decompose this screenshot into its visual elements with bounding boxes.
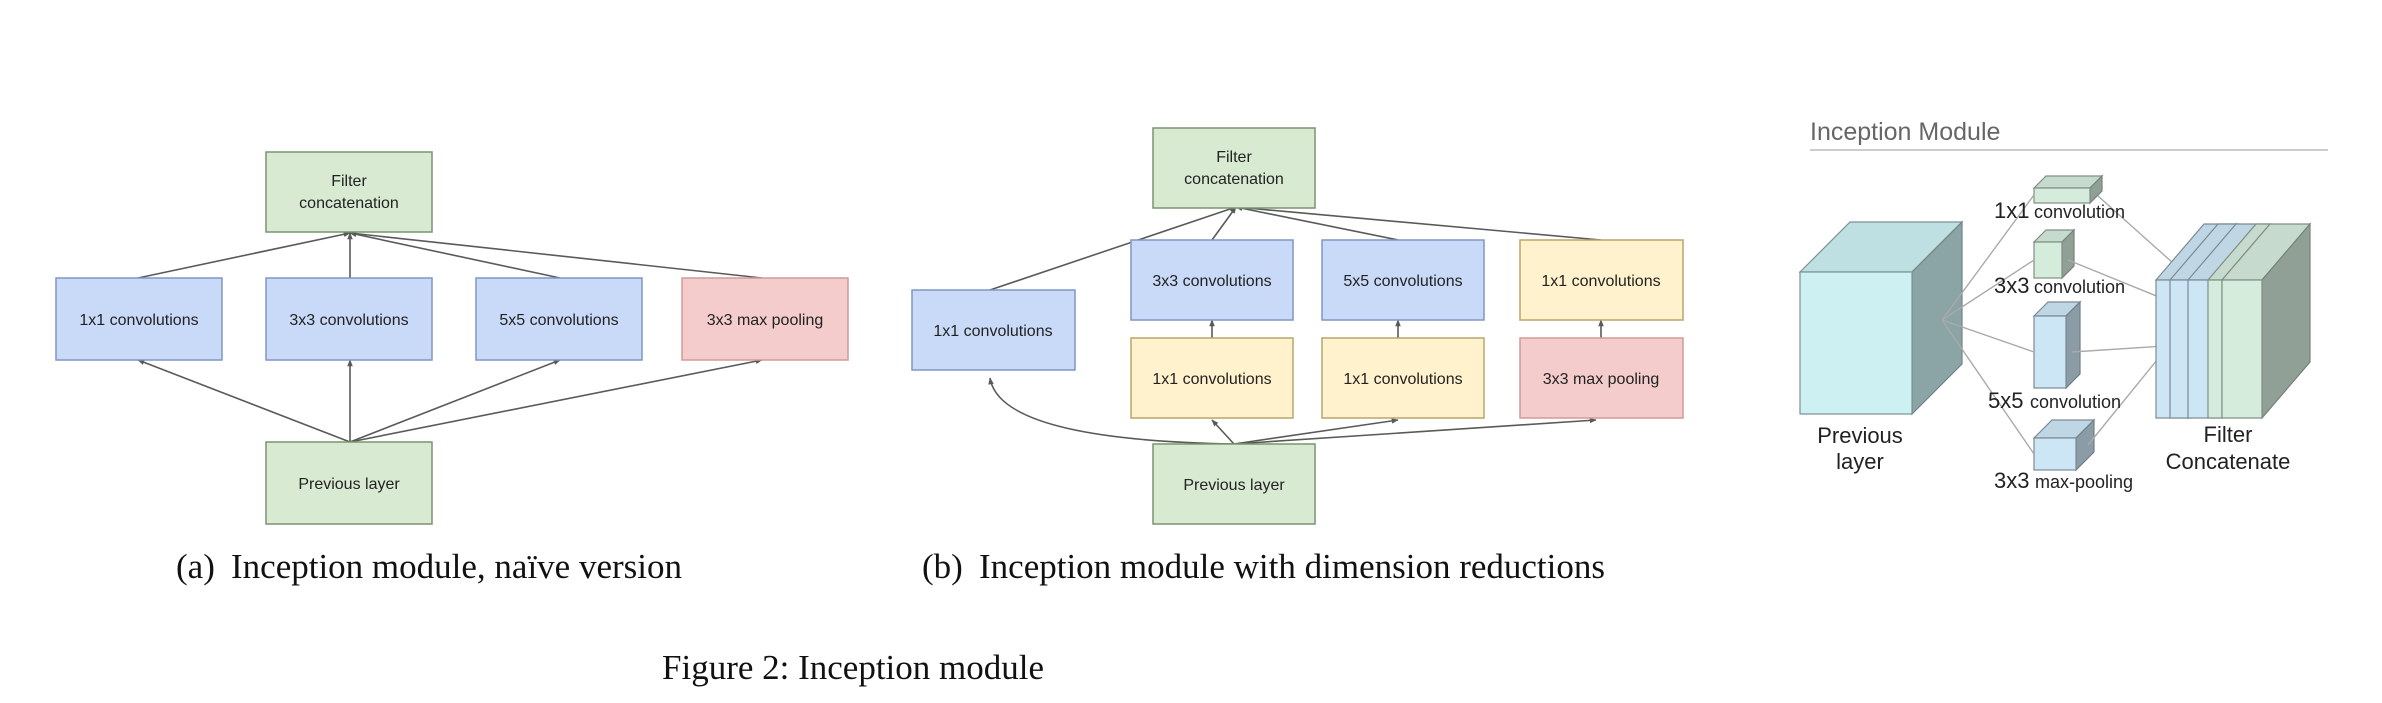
arrow: [137, 231, 351, 279]
diagram-c-title: Inception Module: [1810, 118, 2000, 146]
filter-concat-node: Filter concatenation: [1152, 127, 1316, 209]
previous-layer-node: Previous layer: [265, 441, 433, 525]
previous-layer-node: Previous layer: [1152, 443, 1316, 525]
conv3x3-node: 3x3 convolutions: [1130, 239, 1294, 321]
reduce-1x1-node-b: 1x1 convolutions: [1321, 337, 1485, 419]
conv1x1-after-pool-node: 1x1 convolutions: [1519, 239, 1684, 321]
previous-layer-label: Previous layer: [1817, 423, 1903, 474]
node-label: 5x5 convolutions: [1343, 273, 1462, 290]
node-label: Previous layer: [1183, 477, 1285, 494]
arrow: [137, 359, 351, 443]
arrow: [1235, 205, 1399, 241]
node-label-line1: Filter: [331, 173, 367, 190]
label-line1: Filter: [2204, 422, 2253, 447]
diagram-c: Inception Module: [1798, 118, 2328, 493]
caption-b: (b) Inception module with dimension redu…: [922, 547, 1605, 586]
maxpool-cube: [2032, 418, 2096, 472]
node-label: 3x3 max pooling: [707, 312, 824, 329]
filter-concat-node: Filter concatenation: [265, 151, 433, 233]
conv5x5-node: 5x5 convolutions: [1321, 239, 1485, 321]
label-line1: Previous: [1817, 423, 1903, 448]
arrow: [1233, 418, 1399, 445]
stack-slice-2: [2168, 223, 2240, 419]
node-label: 3x3 convolutions: [1152, 273, 1271, 290]
conv1x1-cube: [2032, 174, 2104, 205]
node-label: Previous layer: [298, 476, 400, 493]
maxpool-node: 3x3 max pooling: [1519, 337, 1684, 419]
reduce-1x1-node-a: 1x1 convolutions: [1130, 337, 1294, 419]
arrow: [1211, 419, 1235, 445]
label-text: convolution: [2034, 202, 2125, 222]
arrow: [349, 359, 561, 443]
conv5x5-node: 5x5 convolutions: [475, 277, 643, 361]
node-label: 1x1 convolutions: [1541, 273, 1660, 290]
conv3x3-cube: [2032, 228, 2076, 280]
diagram-a-arrows: [137, 230, 763, 443]
node-label-line2: concatenation: [1184, 171, 1284, 188]
diagram-a: Filter concatenation 1x1 convolutions 3x…: [55, 151, 849, 586]
label-line2: Concatenate: [2166, 449, 2291, 474]
node-label-line2: concatenation: [299, 195, 399, 212]
conv1x1-node: 1x1 convolutions: [55, 277, 223, 361]
diagram-b-arrows: [988, 204, 1604, 445]
label-text: convolution: [2034, 277, 2125, 297]
node-label: 5x5 convolutions: [499, 312, 618, 329]
node-label: 3x3 max pooling: [1543, 371, 1660, 388]
caption-label: (a): [176, 547, 215, 586]
node-label: 1x1 convolutions: [1343, 371, 1462, 388]
filter-concatenate-stack: [2154, 222, 2312, 420]
arrow: [349, 358, 763, 443]
figure-caption: Figure 2: Inception module: [662, 648, 1044, 687]
caption-label: (b): [922, 547, 963, 586]
conv5x5-cube: [2032, 300, 2082, 390]
diagram-b: Filter concatenation 1x1 convolutions 3x…: [911, 127, 1684, 586]
arrow: [1211, 206, 1237, 241]
caption-text: Inception module with dimension reductio…: [979, 547, 1605, 586]
arrow: [349, 230, 763, 279]
caption-text: Inception module, naïve version: [231, 547, 682, 586]
caption-a: (a) Inception module, naïve version: [176, 547, 682, 586]
conv5x5-label: 5x5 convolution: [1988, 388, 2121, 413]
label-size: 3x3: [1994, 273, 2029, 298]
label-text: max-pooling: [2035, 472, 2133, 492]
arrow: [989, 206, 1237, 291]
conv1x1-direct-node: 1x1 convolutions: [911, 289, 1076, 371]
label-size: 1x1: [1994, 198, 2029, 223]
node-label: 3x3 convolutions: [289, 312, 408, 329]
label-line2: layer: [1836, 449, 1884, 474]
conv1x1-label: 1x1 convolution: [1994, 198, 2125, 223]
label-size: 3x3: [1994, 468, 2029, 493]
label-size: 5x5: [1988, 388, 2023, 413]
maxpool-node: 3x3 max pooling: [681, 277, 849, 361]
filter-concatenate-label: Filter Concatenate: [2166, 422, 2291, 474]
conv3x3-node: 3x3 convolutions: [265, 277, 433, 361]
arrow: [1233, 417, 1597, 445]
arrow: [1235, 204, 1602, 241]
stack-slice-5: [2220, 222, 2312, 420]
previous-layer-cube: [1798, 220, 1964, 416]
node-label-line1: Filter: [1216, 149, 1252, 166]
maxpool-label: 3x3 max-pooling: [1994, 468, 2133, 493]
conv3x3-label: 3x3 convolution: [1994, 273, 2125, 298]
arrow: [349, 231, 561, 279]
node-label: 1x1 convolutions: [79, 312, 198, 329]
arrow: [988, 377, 1235, 445]
node-label: 1x1 convolutions: [933, 323, 1052, 340]
label-text: convolution: [2030, 392, 2121, 412]
node-label: 1x1 convolutions: [1152, 371, 1271, 388]
